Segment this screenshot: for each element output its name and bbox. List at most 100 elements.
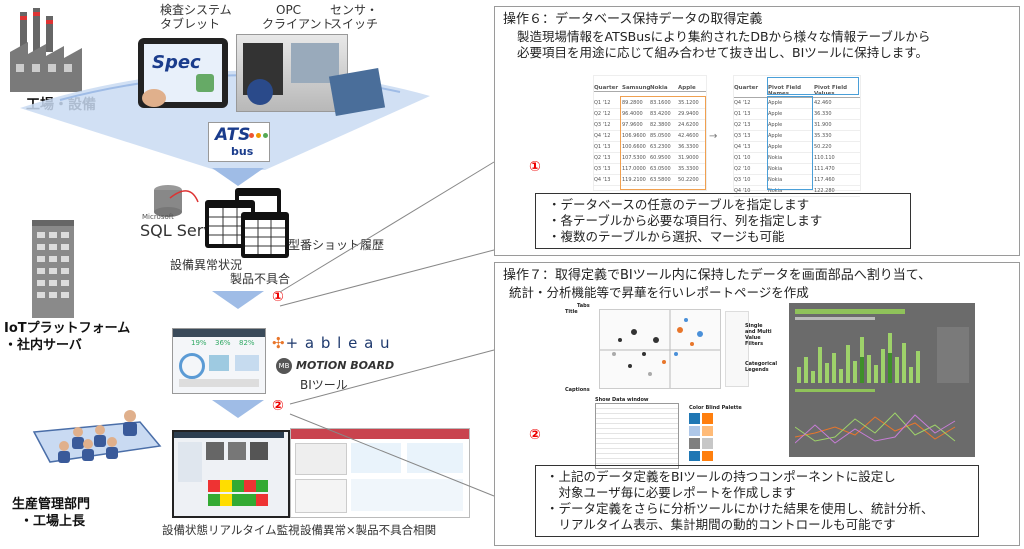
table-cell: 96.4000 xyxy=(622,111,643,117)
table-cell: 24.6200 xyxy=(678,122,699,128)
opc-machine-image xyxy=(236,34,348,112)
anno-tabs: Tabs xyxy=(577,303,590,309)
table-cell: Q4 '12 xyxy=(734,100,751,106)
table-cell: 89.2800 xyxy=(622,100,643,106)
sensor-label: センサ・スイッチ xyxy=(330,3,379,31)
sales-dashboard-image xyxy=(789,303,975,457)
spec-logo: Spec xyxy=(152,52,201,73)
table-cell: 83.1600 xyxy=(650,100,671,106)
pivot-table-row: Q3 '13 Apple 35.330 xyxy=(734,131,860,142)
table-cell: 110.110 xyxy=(814,155,835,161)
table-cell: 35.330 xyxy=(814,133,832,139)
correlation-screenshot xyxy=(290,428,470,518)
monitor-screenshot xyxy=(172,430,290,518)
step7-bullet-1: ・上記のデータ定義をBIツールの持つコンポーネントに設定し xyxy=(546,469,896,484)
table-cell: Q4 '12 xyxy=(594,133,611,139)
step7-bullet-2: 対象ユーザ毎に必要レポートを作成します xyxy=(546,485,796,500)
table-cell: Q1 '10 xyxy=(734,155,751,161)
table-cell: 35.1200 xyxy=(678,100,699,106)
table-cell: 85.0500 xyxy=(650,133,671,139)
table-cell: 50.2200 xyxy=(678,177,699,183)
marker-1: ① xyxy=(272,289,284,305)
table-cell: 42.4600 xyxy=(678,133,699,139)
anno-title: Title xyxy=(565,309,578,315)
table-cell: 31.900 xyxy=(814,122,832,128)
dashboard-image: 19% 36% 82% xyxy=(172,328,266,394)
table-cell: 36.330 xyxy=(814,111,832,117)
table-cell: Q3 '10 xyxy=(734,177,751,183)
down-arrow-icon-3 xyxy=(212,400,264,418)
tablet-image: Spec xyxy=(138,38,228,108)
table-cell: Nokia xyxy=(768,166,783,172)
step7-bullet-box: ・上記のデータ定義をBIツールの持つコンポーネントに設定し 対象ユーザ毎に必要レ… xyxy=(535,465,979,537)
sqlserver-small-label: Microsoft xyxy=(142,213,174,221)
bi-label: BIツール xyxy=(300,378,348,392)
monitor-caption: 設備状態リアルタイム監視 xyxy=(162,523,300,537)
marker-2: ② xyxy=(272,398,284,414)
palette-swatches xyxy=(689,413,713,461)
production-label: 生産管理部門・工場上長 xyxy=(12,497,91,529)
table-cell: 107.5300 xyxy=(622,155,646,161)
table-cell: 106.9600 xyxy=(622,133,646,139)
table-cell: 29.9400 xyxy=(678,111,699,117)
table-cell: Nokia xyxy=(768,188,783,194)
step7-body: 統計・分析機能等で昇華を行いレポートページを作成 xyxy=(509,285,809,300)
step6-marker: ① xyxy=(529,159,541,175)
factory-icon xyxy=(10,8,82,92)
database-icon xyxy=(154,185,199,217)
source-table-row: Q4 '12 106.9600 85.0500 42.4600 xyxy=(594,131,706,142)
step7-marker: ② xyxy=(529,427,541,443)
table-label-equipment: 設備異常状況 xyxy=(170,258,243,272)
table-cell: 97.9600 xyxy=(622,122,643,128)
building-icon xyxy=(32,220,74,318)
table-cell: Apple xyxy=(768,133,783,139)
table-cell: 63.2300 xyxy=(650,144,671,150)
pivot-table-row: Q2 '10 Nokia 111.470 xyxy=(734,164,860,175)
table-cell: 35.3300 xyxy=(678,166,699,172)
table-cell: Q3 '13 xyxy=(734,133,751,139)
step7-title: 操作７：取得定義でBIツール内に保持したデータを画面部品へ割り当て、 xyxy=(503,268,932,283)
table-label-shot-history: 型番ショット履歴 xyxy=(288,238,385,252)
table-cell: Apple xyxy=(768,100,783,106)
table-cell: Q2 '12 xyxy=(594,111,611,117)
iot-label: IoTプラットフォーム・社内サーバ xyxy=(4,321,131,353)
step6-panel: 操作６：データベース保持データの取得定義 製造現場情報をATSBusにより集約さ… xyxy=(494,6,1020,256)
table-cell: 100.6600 xyxy=(622,144,646,150)
table-cell: Nokia xyxy=(768,177,783,183)
table-cell: Apple xyxy=(768,144,783,150)
table-cell: Q1 '13 xyxy=(734,111,751,117)
table-cell: Q4 '13 xyxy=(594,177,611,183)
table-cell: 63.0500 xyxy=(650,166,671,172)
table-cell: 82.3800 xyxy=(650,122,671,128)
table-cell: 63.5800 xyxy=(650,177,671,183)
table-stack-icon xyxy=(205,188,289,258)
step7-panel: 操作７：取得定義でBIツール内に保持したデータを画面部品へ割り当て、 統計・分析… xyxy=(494,262,1020,546)
motionboard-logo: MOTION BOARD xyxy=(296,359,395,372)
table-label-defects: 製品不具合 xyxy=(230,272,291,286)
step7-bullet-4: リアルタイム表示、集計期間の動的コントロールも可能です xyxy=(546,517,896,532)
table-cell: Q2 '10 xyxy=(734,166,751,172)
table-cell: Apple xyxy=(768,122,783,128)
step6-title: 操作６：データベース保持データの取得定義 xyxy=(503,12,763,27)
inspection-label: 検査システムタブレット xyxy=(160,3,232,31)
hand-icon xyxy=(142,89,166,107)
table-cell: 122.280 xyxy=(814,188,835,194)
down-arrow-icon-2 xyxy=(212,291,264,309)
atsbus-logo: ATS bus xyxy=(208,122,270,162)
table-cell: 111.470 xyxy=(814,166,835,172)
step6-bullet-3: ・複数のテーブルから選択、マージも可能 xyxy=(548,229,785,244)
step6-bullet-2: ・各テーブルから必要な項目行、列を指定します xyxy=(548,213,823,228)
